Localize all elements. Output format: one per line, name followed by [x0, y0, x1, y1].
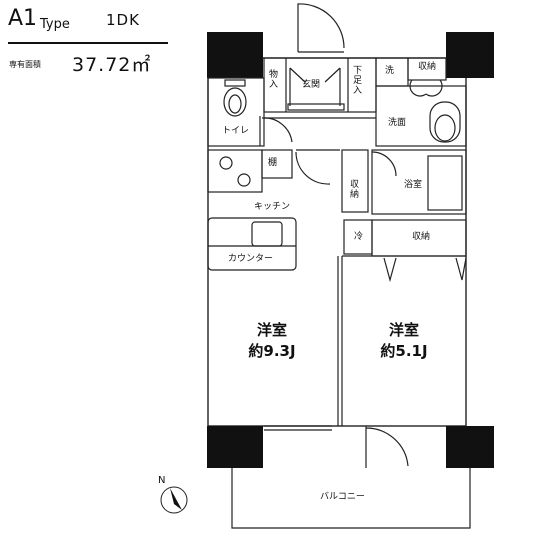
column-top-right — [446, 32, 494, 78]
label-entrance: 玄関 — [302, 80, 321, 90]
label-storage-top: 収納 — [418, 62, 437, 72]
label-washroom: 洗面 — [388, 118, 407, 128]
area-value: 37.72㎡ — [72, 54, 152, 76]
label-shelf: 棚 — [268, 158, 278, 168]
area-label: 専有面積 — [9, 60, 41, 69]
compass-north-label: N — [158, 475, 166, 486]
room-2-size: 約5.1J — [380, 342, 428, 360]
room-1-name: 洋室 — [256, 321, 287, 339]
column-top-left — [207, 32, 263, 78]
front-door — [297, 3, 345, 52]
room-1-size: 約9.3J — [248, 342, 296, 360]
label-storage-mid: 収納 — [349, 180, 359, 200]
label-storage-left: 物入 — [268, 70, 278, 90]
label-toilet: トイレ — [222, 126, 250, 136]
label-bath: 浴室 — [404, 180, 423, 190]
label-kitchen: キッチン — [254, 202, 291, 212]
outer-wall — [207, 57, 467, 427]
compass-arrow — [160, 486, 188, 514]
column-bottom-left — [207, 426, 263, 468]
header-rule — [8, 42, 168, 44]
balcony-outline — [231, 468, 471, 529]
label-storage-right: 収納 — [412, 232, 431, 242]
type-word: Type — [40, 17, 70, 32]
layout-label: 1DK — [106, 11, 140, 29]
room-1: 洋室 約9.3J — [232, 320, 312, 362]
label-shoe-storage: 下足入 — [352, 66, 362, 96]
room-2-name: 洋室 — [388, 321, 419, 339]
label-balcony: バルコニー — [320, 492, 365, 502]
label-fridge: 冷 — [354, 232, 364, 242]
label-counter: カウンター — [228, 254, 274, 264]
column-bottom-right — [446, 426, 494, 468]
type-code: A1 — [8, 6, 38, 31]
room-2: 洋室 約5.1J — [364, 320, 444, 362]
label-washer: 洗 — [385, 66, 395, 76]
